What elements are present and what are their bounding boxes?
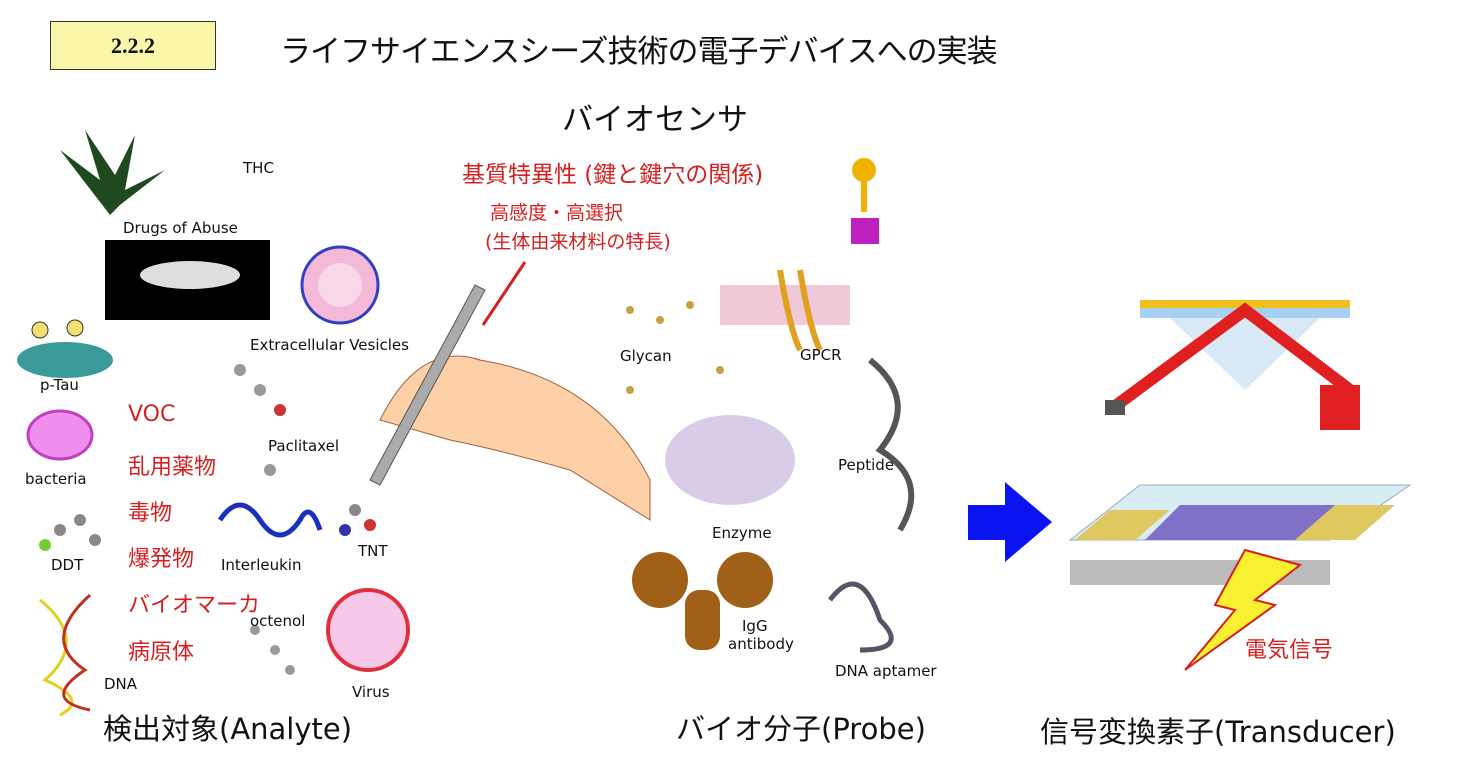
virus-icon xyxy=(326,588,410,672)
label-glycan: Glycan xyxy=(620,347,672,365)
label-virus: Virus xyxy=(352,683,390,701)
section-number-badge: 2.2.2 xyxy=(50,21,216,70)
label-extracellular-vesicles: Extracellular Vesicles xyxy=(250,336,409,354)
category-toxins: 毒物 xyxy=(128,501,173,526)
tnt-molecule-icon xyxy=(339,504,376,536)
enzyme-icon xyxy=(665,415,795,505)
label-antibody: antibody xyxy=(728,635,794,653)
ddt-molecule-icon xyxy=(39,514,101,551)
dna-helix-icon xyxy=(39,593,92,717)
glycan-icon xyxy=(626,301,724,394)
label-dna: DNA xyxy=(104,675,138,693)
label-thc: THC xyxy=(243,159,274,177)
category-biomarkers: バイオマーカ xyxy=(128,593,261,618)
octenol-molecule-icon xyxy=(250,625,295,675)
ptau-icon xyxy=(17,319,113,378)
subtitle: バイオセンサ xyxy=(562,102,748,138)
hand-with-tweezers-icon xyxy=(369,261,651,521)
dna-aptamer-icon xyxy=(828,581,894,653)
key-icon xyxy=(851,158,879,244)
label-p-tau: p-Tau xyxy=(40,376,79,394)
specificity-line2: (生体由来材料の特長) xyxy=(485,231,671,253)
label-paclitaxel: Paclitaxel xyxy=(268,437,340,455)
label-dna-aptamer: DNA aptamer xyxy=(835,662,937,680)
arrow-right-icon xyxy=(968,482,1052,562)
label-gpcr: GPCR xyxy=(800,346,842,364)
category-voc: VOC xyxy=(128,402,176,427)
label-drugs-of-abuse: Drugs of Abuse xyxy=(123,219,238,237)
label-interleukin: Interleukin xyxy=(221,556,302,574)
footer-transducer: 信号変換素子(Transducer) xyxy=(1040,715,1396,749)
interleukin-icon xyxy=(217,502,323,538)
gpcr-membrane-icon xyxy=(720,269,850,352)
label-enzyme: Enzyme xyxy=(712,524,772,542)
category-drugs: 乱用薬物 xyxy=(128,455,217,480)
vesicle-icon xyxy=(300,245,380,325)
page-title: ライフサイエンスシーズ技術の電子デバイスへの実装 xyxy=(280,34,998,70)
spr-sensor-icon xyxy=(1105,300,1360,430)
peptide-icon xyxy=(868,357,915,532)
fet-device-icon xyxy=(1068,484,1412,585)
label-octenol: octenol xyxy=(250,612,306,630)
specificity-line1: 高感度・高選択 xyxy=(490,202,624,224)
label-igg: IgG xyxy=(742,617,768,635)
bacteria-icon xyxy=(26,409,94,461)
label-peptide: Peptide xyxy=(838,456,895,474)
specificity-heading: 基質特異性 (鍵と鍵穴の関係) xyxy=(462,162,764,188)
paclitaxel-molecule-icon xyxy=(234,364,286,476)
label-tnt: TNT xyxy=(358,542,388,560)
cannabis-leaf-icon xyxy=(60,130,165,215)
label-electric-signal: 電気信号 xyxy=(1245,638,1334,663)
footer-analyte: 検出対象(Analyte) xyxy=(103,712,353,746)
drug-photo xyxy=(105,240,270,320)
label-bacteria: bacteria xyxy=(25,470,87,488)
lightning-bolt-icon xyxy=(1184,548,1303,671)
label-ddt: DDT xyxy=(51,556,84,574)
category-pathogens: 病原体 xyxy=(128,640,195,665)
igg-antibody-icon xyxy=(632,552,773,650)
category-explosives: 爆発物 xyxy=(128,547,195,572)
footer-probe: バイオ分子(Probe) xyxy=(676,712,926,746)
